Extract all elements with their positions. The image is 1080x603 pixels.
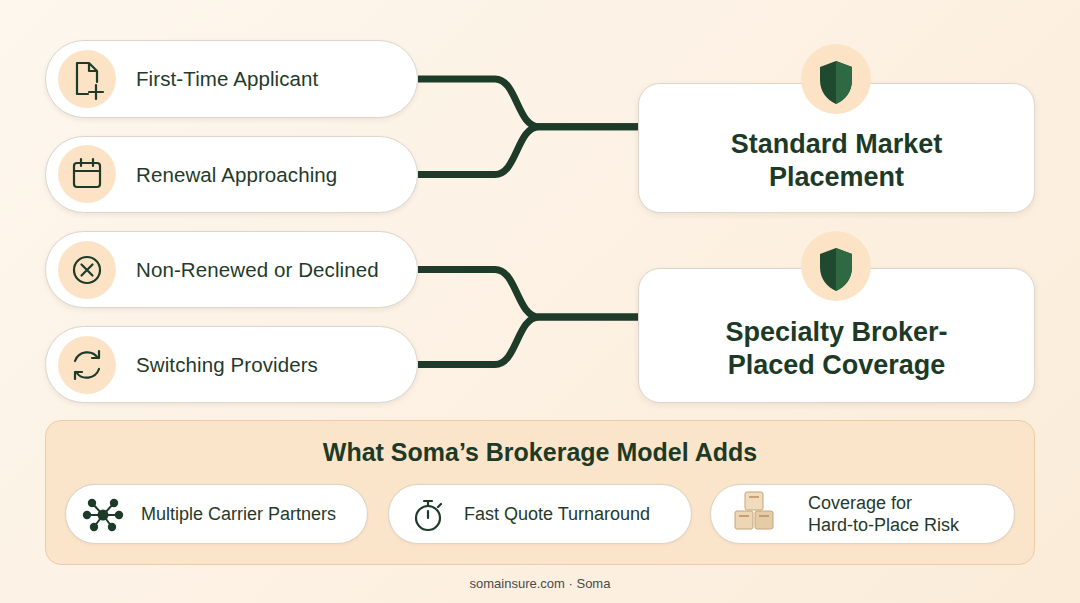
benefit-label: Fast Quote Turnaround [464, 503, 650, 525]
block-icon [735, 511, 753, 529]
shield-symbol [836, 61, 852, 104]
shield-symbol [820, 248, 852, 291]
switch-icon [75, 352, 98, 361]
pill-label: Non-Renewed or Declined [136, 258, 379, 282]
shield-symbol [836, 248, 852, 291]
network-icon [109, 524, 115, 530]
situation-pill: Non-Renewed or Declined [45, 231, 418, 308]
decline-icon [74, 257, 100, 283]
plus-icon [89, 85, 103, 99]
benefit-label: Coverage for Hard-to-Place Risk [808, 492, 961, 536]
network-icon [116, 512, 122, 518]
connector-line [418, 270, 638, 318]
stopwatch-icon [424, 501, 441, 518]
document-icon [77, 63, 97, 94]
placement-box: Standard Market Placement [638, 83, 1035, 213]
caption: somainsure.com · Soma [0, 576, 1080, 591]
network-icon [111, 500, 117, 506]
decline-icon [82, 265, 93, 276]
benefit-label: Multiple Carrier Partners [141, 503, 336, 525]
benefit-pill: Coverage for Hard-to-Place Risk [710, 484, 1015, 544]
network-icon [89, 500, 95, 506]
network-icon [99, 511, 108, 520]
network-icon [91, 524, 97, 530]
pill-label: Switching Providers [136, 353, 318, 377]
calendar-icon [74, 163, 100, 187]
switch-icon [75, 372, 82, 379]
situation-pill: Switching Providers [45, 326, 418, 403]
placement-box: Specialty Broker-Placed Coverage [638, 268, 1035, 403]
icon-circle [58, 145, 116, 203]
benefit-pill: Multiple Carrier Partners [65, 484, 368, 544]
situation-pill: First-Time Applicant [45, 40, 418, 118]
band-heading: What Soma’s Brokerage Model Adds [46, 438, 1034, 467]
stopwatch-icon [416, 506, 440, 530]
switch-icon [76, 369, 99, 378]
shield-circle [801, 44, 871, 114]
pill-label: Renewal Approaching [136, 163, 337, 187]
switch-icon [92, 351, 99, 358]
connector-line [418, 127, 638, 175]
benefit-pill: Fast Quote Turnaround [388, 484, 692, 544]
icon-circle [58, 336, 116, 394]
shield-circle [801, 231, 871, 301]
network-icon [87, 503, 119, 527]
connector-line [418, 79, 638, 127]
connector-line [418, 317, 638, 365]
block-icon [745, 492, 763, 510]
block-icon [755, 511, 773, 529]
box-title: Specialty Broker-Placed Coverage [699, 316, 974, 382]
shield-symbol [820, 61, 852, 104]
pill-label: First-Time Applicant [136, 67, 318, 91]
icon-circle [58, 241, 116, 299]
network-icon [84, 512, 90, 518]
box-title: Standard Market Placement [699, 128, 974, 194]
calendar-icon [74, 159, 100, 171]
situation-pill: Renewal Approaching [45, 136, 418, 213]
block-icon [739, 497, 769, 516]
benefits-band: What Soma’s Brokerage Model AddsMultiple… [45, 420, 1035, 565]
icon-circle [58, 50, 116, 108]
